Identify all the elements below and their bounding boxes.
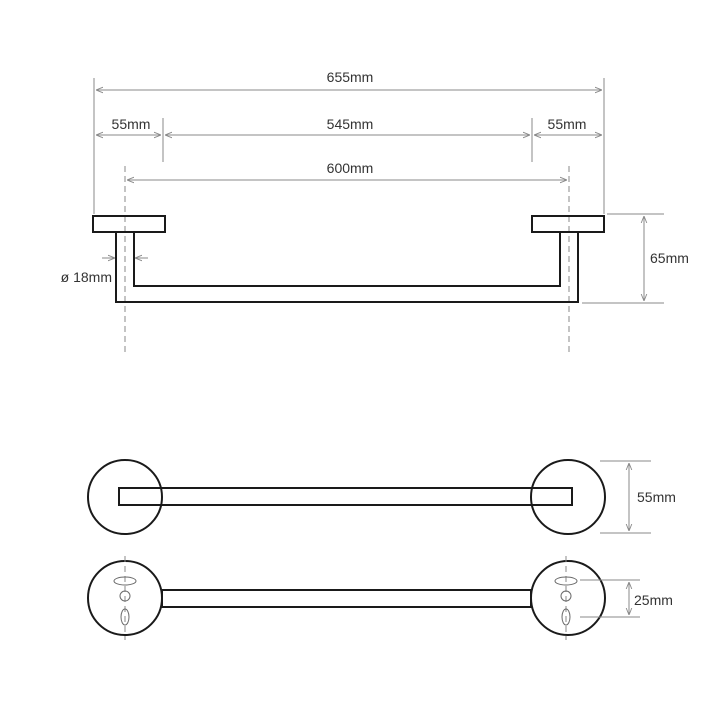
towel-bar-top-view	[118, 487, 573, 506]
dimension-label-fixing-spacing: 25mm	[634, 592, 673, 608]
fixing-slot-lower-right	[561, 608, 571, 626]
dimension-label-right-plate: 55mm	[548, 116, 587, 132]
dimension-label-projection: 65mm	[650, 250, 689, 266]
rose-left-top-view	[87, 459, 163, 535]
fixing-slot-upper-left	[113, 576, 137, 586]
dimension-label-tube-diameter: ø 18mm	[61, 269, 112, 285]
dimension-label-center-distance: 600mm	[327, 160, 374, 176]
top-view: 55mm	[87, 459, 676, 535]
towel-bar-profile	[115, 231, 579, 303]
side-view: 655mm 55mm 545mm 55mm 600mm 65mm ø 18mm	[61, 69, 689, 352]
rose-right-top-view	[530, 459, 606, 535]
wall-plate-right	[531, 215, 605, 233]
rear-view: 25mm	[87, 556, 673, 640]
dimension-label-bar-span: 545mm	[327, 116, 374, 132]
towel-bar-rear-view	[161, 589, 532, 608]
fixing-hole-middle-left	[119, 590, 131, 602]
dimension-label-rose-diameter: 55mm	[637, 489, 676, 505]
dimension-label-left-plate: 55mm	[112, 116, 151, 132]
fixing-hole-middle-right	[560, 590, 572, 602]
fixing-slot-lower-left	[120, 608, 130, 626]
wall-plate-left	[92, 215, 166, 233]
dimension-label-total-width: 655mm	[327, 69, 374, 85]
fixing-slot-upper-right	[554, 576, 578, 586]
